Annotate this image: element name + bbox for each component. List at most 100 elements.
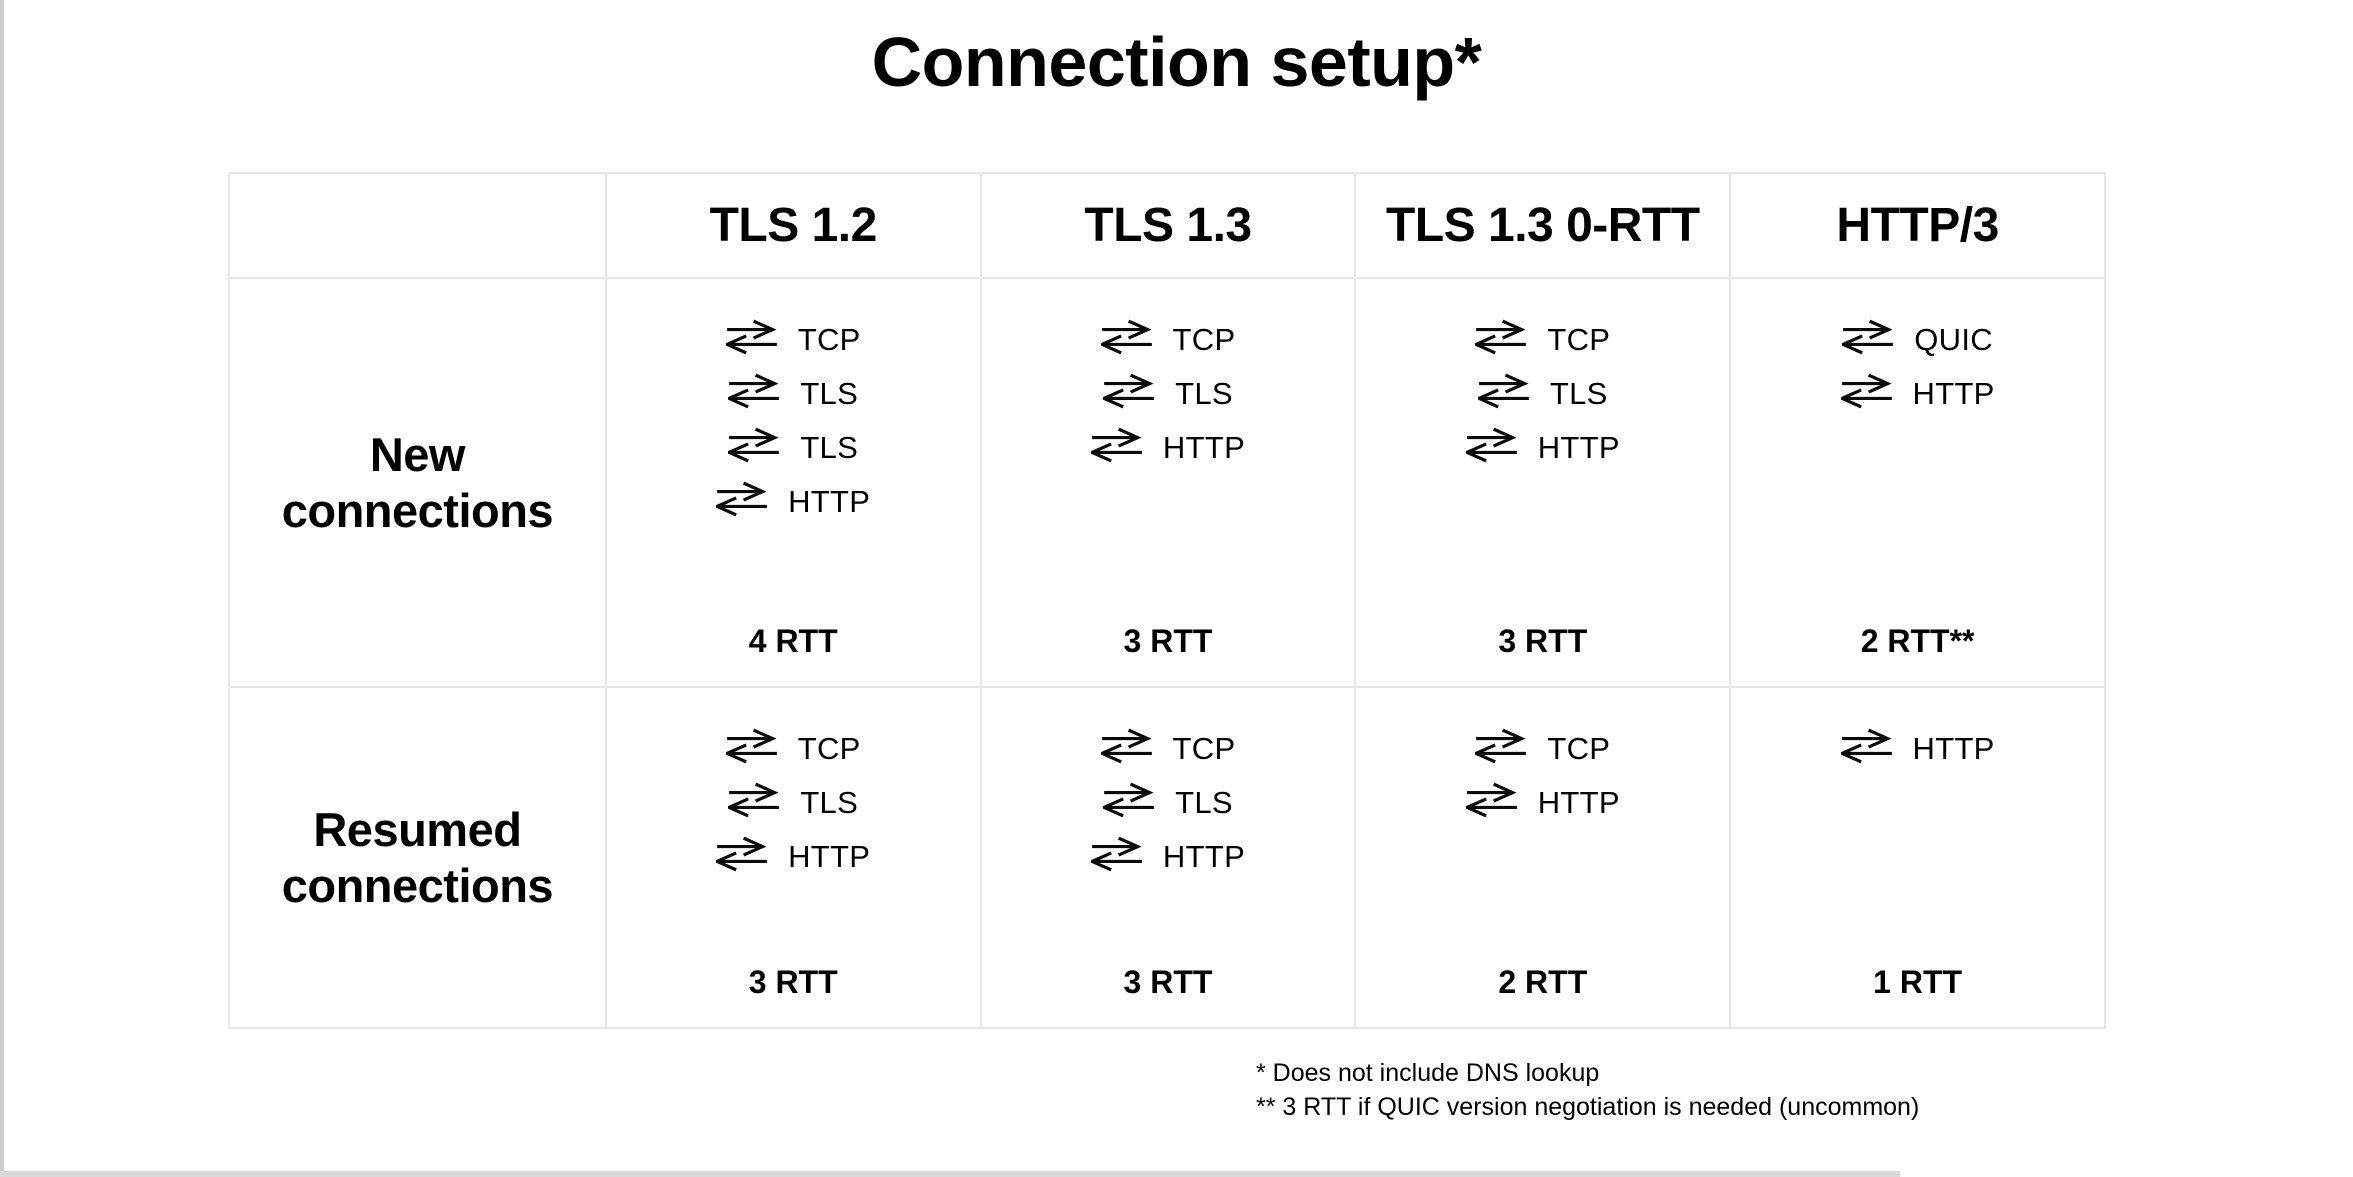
protocol-label: HTTP bbox=[1912, 731, 1995, 766]
round-trip-arrows-icon bbox=[1840, 728, 1892, 764]
round-trip-arrows-icon bbox=[1100, 728, 1152, 764]
protocol-exchange-tls: TLS bbox=[982, 782, 1355, 820]
cell-resumed-connections-tls-1-3: TCP TLS HTTP 3 RTT bbox=[979, 686, 1355, 1027]
protocol-exchange-tls: TLS bbox=[607, 373, 980, 411]
protocol-exchange-http: HTTP bbox=[982, 836, 1355, 874]
protocol-label: HTTP bbox=[788, 484, 871, 519]
protocol-label: TLS bbox=[1549, 376, 1608, 411]
rtt-count: 2 RTT** bbox=[1860, 623, 1975, 659]
protocol-label: QUIC bbox=[1914, 322, 1993, 357]
column-header-tls12: TLS 1.2 bbox=[604, 174, 980, 277]
round-trip-arrows-icon bbox=[716, 481, 768, 517]
footnotes: * Does not include DNS lookup ** 3 RTT i… bbox=[1256, 1056, 1919, 1124]
protocol-exchange-tls: TLS bbox=[982, 373, 1355, 411]
cell-new-connections-tls-1-3: TCP TLS HTTP 3 RTT bbox=[979, 277, 1355, 686]
protocol-label: TCP bbox=[797, 322, 861, 357]
bottom-edge-line bbox=[0, 1171, 1900, 1177]
exchange-list: TCP TLS HTTP bbox=[982, 279, 1355, 481]
protocol-exchange-tcp: TCP bbox=[1356, 728, 1729, 766]
round-trip-arrows-icon bbox=[725, 319, 777, 355]
round-trip-arrows-icon bbox=[1465, 782, 1517, 818]
exchange-list: HTTP bbox=[1731, 688, 2104, 782]
left-edge-line bbox=[0, 0, 4, 1177]
cell-new-connections-http-3: QUIC HTTP 2 RTT** bbox=[1729, 277, 2104, 686]
protocol-label: TCP bbox=[1172, 731, 1236, 766]
exchange-list: TCP TLS HTTP bbox=[1356, 279, 1729, 481]
protocol-exchange-http: HTTP bbox=[607, 836, 980, 874]
round-trip-arrows-icon bbox=[1090, 836, 1142, 872]
exchange-list: TCP TLS TLS HTTP bbox=[607, 279, 980, 535]
protocol-label: TCP bbox=[797, 731, 861, 766]
page-title: Connection setup* bbox=[871, 23, 1482, 101]
protocol-exchange-http: HTTP bbox=[1356, 782, 1729, 820]
round-trip-arrows-icon bbox=[1475, 728, 1527, 764]
protocol-label: HTTP bbox=[1162, 839, 1246, 874]
round-trip-arrows-icon bbox=[1465, 427, 1517, 463]
exchange-list: TCP TLS HTTP bbox=[607, 688, 980, 890]
column-header-tls13: TLS 1.3 bbox=[979, 174, 1355, 277]
round-trip-arrows-icon bbox=[1842, 319, 1894, 355]
row-label-resumed-connections: Resumed connections bbox=[230, 686, 605, 1027]
protocol-label: TLS bbox=[1175, 785, 1233, 820]
row-label-new-connections: New connections bbox=[230, 277, 605, 686]
protocol-exchange-tcp: TCP bbox=[982, 319, 1355, 357]
rtt-count: 3 RTT bbox=[748, 964, 838, 1000]
protocol-label: TCP bbox=[1547, 322, 1611, 357]
protocol-label: HTTP bbox=[788, 839, 871, 874]
rtt-count: 3 RTT bbox=[1498, 623, 1588, 659]
connection-setup-table: TLS 1.2 TLS 1.3 TLS 1.3 0-RTT HTTP/3 New… bbox=[228, 172, 2106, 1029]
protocol-label: TLS bbox=[800, 430, 859, 465]
protocol-exchange-tcp: TCP bbox=[982, 728, 1355, 766]
protocol-label: HTTP bbox=[1162, 430, 1246, 465]
footnote-dns: * Does not include DNS lookup bbox=[1256, 1059, 1600, 1087]
protocol-exchange-http: HTTP bbox=[607, 481, 980, 519]
cell-resumed-connections-http-3: HTTP 1 RTT bbox=[1729, 686, 2104, 1027]
round-trip-arrows-icon bbox=[1840, 373, 1892, 409]
protocol-exchange-tcp: TCP bbox=[1356, 319, 1729, 357]
protocol-exchange-http: HTTP bbox=[1731, 728, 2104, 766]
round-trip-arrows-icon bbox=[1477, 373, 1529, 409]
protocol-exchange-http: HTTP bbox=[1356, 427, 1729, 465]
cell-resumed-connections-tls-1-3-0-rtt: TCP HTTP 2 RTT bbox=[1354, 686, 1730, 1027]
footnote-quic-negotiation: ** 3 RTT if QUIC version negotiation is … bbox=[1256, 1093, 1920, 1121]
column-header-tls13-0rtt: TLS 1.3 0-RTT bbox=[1354, 174, 1729, 277]
round-trip-arrows-icon bbox=[1100, 319, 1152, 355]
round-trip-arrows-icon bbox=[725, 728, 777, 764]
protocol-label: TLS bbox=[800, 785, 859, 820]
protocol-label: TCP bbox=[1547, 731, 1611, 766]
rtt-count: 3 RTT bbox=[1123, 964, 1213, 1000]
round-trip-arrows-icon bbox=[1103, 373, 1154, 409]
round-trip-arrows-icon bbox=[1475, 319, 1527, 355]
round-trip-arrows-icon bbox=[1103, 782, 1154, 818]
round-trip-arrows-icon bbox=[728, 373, 780, 409]
exchange-list: QUIC HTTP bbox=[1731, 279, 2104, 427]
round-trip-arrows-icon bbox=[728, 782, 780, 818]
protocol-exchange-quic: QUIC bbox=[1731, 319, 2104, 357]
cell-new-connections-tls-1-3-0-rtt: TCP TLS HTTP 3 RTT bbox=[1354, 277, 1730, 686]
protocol-label: HTTP bbox=[1537, 785, 1620, 820]
exchange-list: TCP HTTP bbox=[1356, 688, 1729, 836]
protocol-exchange-tls: TLS bbox=[607, 427, 980, 465]
rtt-count: 3 RTT bbox=[1123, 623, 1213, 659]
round-trip-arrows-icon bbox=[716, 836, 768, 872]
rtt-count: 1 RTT bbox=[1873, 964, 1963, 1000]
protocol-exchange-tls: TLS bbox=[1356, 373, 1729, 411]
round-trip-arrows-icon bbox=[1090, 427, 1142, 463]
protocol-label: HTTP bbox=[1537, 430, 1620, 465]
protocol-label: TLS bbox=[1175, 376, 1233, 411]
corner-cell bbox=[230, 174, 605, 277]
protocol-exchange-tcp: TCP bbox=[607, 319, 980, 357]
protocol-exchange-http: HTTP bbox=[982, 427, 1355, 465]
cell-new-connections-tls-1-2: TCP TLS TLS HTTP 4 RTT bbox=[604, 277, 980, 686]
cell-resumed-connections-tls-1-2: TCP TLS HTTP 3 RTT bbox=[604, 686, 980, 1027]
round-trip-arrows-icon bbox=[728, 427, 780, 463]
protocol-label: TLS bbox=[800, 376, 859, 411]
protocol-exchange-http: HTTP bbox=[1731, 373, 2104, 411]
rtt-count: 4 RTT bbox=[748, 623, 838, 659]
exchange-list: TCP TLS HTTP bbox=[982, 688, 1355, 890]
rtt-count: 2 RTT bbox=[1498, 964, 1588, 1000]
protocol-label: HTTP bbox=[1912, 376, 1995, 411]
protocol-exchange-tls: TLS bbox=[607, 782, 980, 820]
protocol-label: TCP bbox=[1172, 322, 1236, 357]
column-header-http3: HTTP/3 bbox=[1729, 174, 2104, 277]
